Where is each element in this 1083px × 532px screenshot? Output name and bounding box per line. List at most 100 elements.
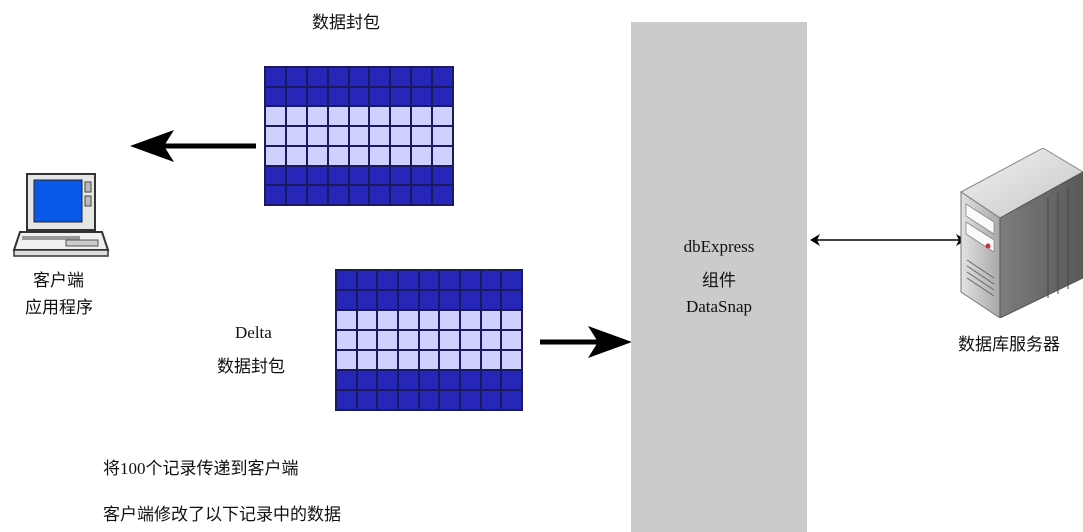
packet-cell-dark — [306, 185, 328, 205]
packet-cell-dark — [432, 165, 453, 186]
packet-cell-light — [480, 330, 502, 350]
packet-cell-dark — [432, 185, 453, 205]
packet-cell-dark — [336, 270, 357, 290]
packet-cell-dark — [369, 165, 391, 186]
note-line-1: 将100个记录传递到客户端 — [103, 459, 299, 479]
packet-cell-light — [439, 350, 460, 370]
arrow-to-client — [130, 130, 256, 162]
packet-cell-light — [432, 145, 453, 166]
packet-cell-dark — [369, 185, 391, 205]
packet-cell-light — [336, 310, 357, 330]
packet-cell-light — [501, 310, 522, 330]
packet-cell-light — [306, 106, 328, 127]
packet-cell-light — [356, 310, 378, 330]
packet-cell-dark — [285, 86, 307, 107]
packet-cell-dark — [285, 185, 307, 205]
packet-cell-light — [439, 330, 460, 350]
packet-cell-light — [418, 310, 440, 330]
packet-cell-light — [459, 310, 481, 330]
packet-cell-dark — [459, 290, 481, 310]
packet-cell-dark — [377, 270, 398, 290]
packet-cell-light — [285, 145, 307, 166]
packet-cell-dark — [369, 67, 391, 87]
packet-cell-dark — [418, 290, 440, 310]
packet-cell-dark — [418, 390, 440, 410]
packet-cell-dark — [306, 67, 328, 87]
packet-cell-light — [306, 145, 328, 166]
client-label-line1: 客户端 — [33, 271, 84, 291]
packet-cell-dark — [265, 86, 286, 107]
packet-cell-dark — [369, 86, 391, 107]
packet-cell-dark — [390, 165, 412, 186]
packet-cell-dark — [336, 390, 357, 410]
packet-cell-dark — [390, 185, 412, 205]
packet-cell-light — [369, 106, 391, 127]
packet-cell-dark — [348, 165, 370, 186]
packet-cell-dark — [432, 67, 453, 87]
packet-cell-dark — [356, 290, 378, 310]
packet-cell-dark — [348, 185, 370, 205]
packet-cell-dark — [397, 370, 419, 390]
packet-cell-dark — [501, 390, 522, 410]
packet-cell-dark — [390, 86, 412, 107]
packet-cell-dark — [356, 390, 378, 410]
packet-cell-dark — [397, 290, 419, 310]
server-label: 数据库服务器 — [958, 335, 1060, 355]
packet-cell-dark — [285, 165, 307, 186]
packet-cell-dark — [439, 370, 460, 390]
packet-cell-light — [480, 350, 502, 370]
packet-cell-light — [459, 350, 481, 370]
packet-cell-dark — [336, 290, 357, 310]
packet-cell-dark — [327, 67, 349, 87]
packet-cell-dark — [501, 290, 522, 310]
client-label-line2: 应用程序 — [25, 298, 93, 318]
packet-cell-dark — [285, 67, 307, 87]
packet-cell-dark — [397, 270, 419, 290]
packet-cell-light — [397, 330, 419, 350]
packet-cell-dark — [377, 370, 398, 390]
packet-cell-light — [336, 350, 357, 370]
packet-cell-dark — [377, 390, 398, 410]
note-line-2: 客户端修改了以下记录中的数据 — [103, 505, 341, 525]
packet-cell-dark — [439, 290, 460, 310]
packet-cell-light — [480, 310, 502, 330]
packet-cell-dark — [418, 270, 440, 290]
packet-cell-light — [397, 350, 419, 370]
packet-cell-light — [285, 126, 307, 146]
packet-cell-dark — [327, 165, 349, 186]
packet-cell-light — [377, 330, 398, 350]
packet-cell-light — [327, 106, 349, 127]
packet-cell-light — [327, 145, 349, 166]
packet-cell-light — [439, 310, 460, 330]
packet-cell-light — [411, 126, 433, 146]
packet-cell-dark — [306, 165, 328, 186]
packet-cell-dark — [480, 370, 502, 390]
packet-cell-dark — [411, 185, 433, 205]
bidirectional-arrow — [810, 234, 966, 246]
packet-cell-dark — [348, 67, 370, 87]
server-icon — [960, 148, 1083, 318]
packet-cell-light — [265, 145, 286, 166]
packet-cell-light — [411, 145, 433, 166]
packet-cell-dark — [411, 67, 433, 87]
packet-cell-light — [369, 145, 391, 166]
packet-cell-dark — [501, 370, 522, 390]
packet-cell-light — [348, 106, 370, 127]
middle-tier-line2: 组件 — [702, 271, 736, 291]
packet-cell-dark — [459, 390, 481, 410]
packet-cell-dark — [356, 370, 378, 390]
computer-icon — [12, 173, 110, 257]
packet-cell-light — [369, 126, 391, 146]
packet-cell-light — [356, 330, 378, 350]
packet-cell-light — [377, 350, 398, 370]
packet-cell-light — [356, 350, 378, 370]
packet-cell-light — [432, 106, 453, 127]
packet-cell-light — [418, 330, 440, 350]
delta-label-line2: 数据封包 — [217, 357, 285, 377]
packet-cell-light — [390, 145, 412, 166]
packet-cell-dark — [459, 270, 481, 290]
packet-cell-dark — [397, 390, 419, 410]
packet-cell-dark — [418, 370, 440, 390]
packet-cell-light — [411, 106, 433, 127]
packet-cell-dark — [411, 86, 433, 107]
